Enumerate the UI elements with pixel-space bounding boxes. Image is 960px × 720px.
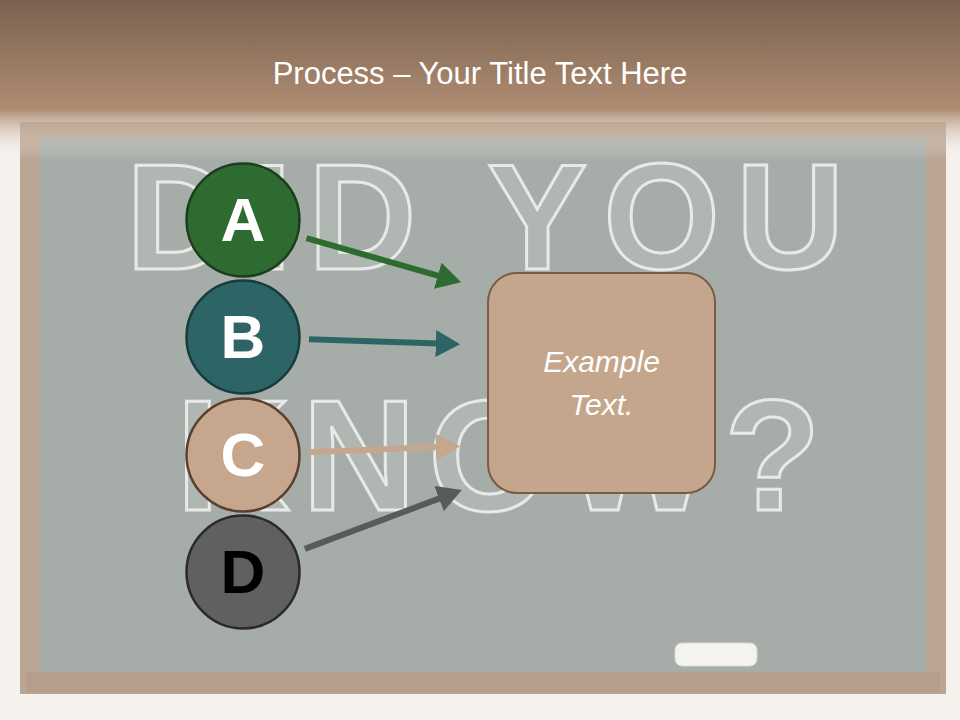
flow-arrow — [309, 447, 439, 452]
step-circle: A — [185, 162, 301, 278]
circle-fill — [187, 399, 300, 512]
box-text: Example Text. — [509, 340, 694, 427]
step-letter: C — [221, 424, 266, 486]
circle-fill — [187, 516, 300, 629]
step-letter: D — [221, 541, 266, 603]
chalk-piece — [675, 643, 757, 666]
step-circle: D — [185, 514, 301, 630]
flow-arrow — [305, 498, 442, 549]
circle-fill — [187, 281, 300, 394]
step-circle: B — [185, 279, 301, 395]
slide-title: Process – Your Title Text Here — [0, 52, 960, 96]
board-frame — [20, 122, 946, 694]
title-band — [0, 0, 960, 160]
flow-arrow — [306, 238, 440, 276]
step-letter: B — [221, 306, 266, 368]
flow-arrow — [309, 339, 439, 343]
step-letter: A — [221, 189, 266, 251]
step-circle: C — [185, 397, 301, 513]
process-box: Example Text. — [487, 272, 716, 494]
circle-fill — [187, 164, 300, 277]
board-surface — [40, 136, 926, 674]
chalk-tray — [26, 672, 940, 692]
